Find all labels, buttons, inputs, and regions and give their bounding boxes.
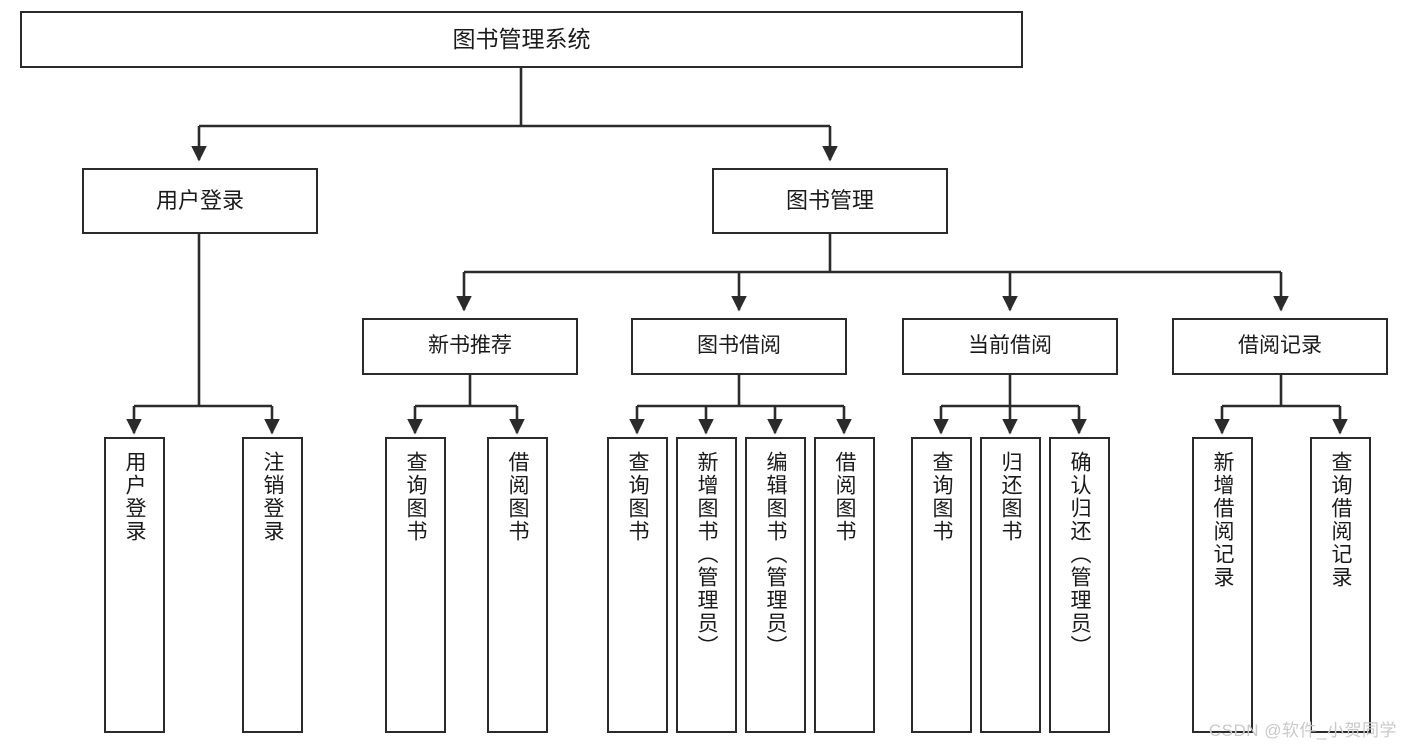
node-leaf-borrow-book-2[interactable]: 借阅图书 [814,437,875,733]
node-user-login[interactable]: 用户登录 [82,168,318,234]
node-book-borrow-label: 图书借阅 [697,334,781,358]
node-borrow-record-label: 借阅记录 [1238,334,1322,358]
node-borrow-record[interactable]: 借阅记录 [1172,318,1388,375]
node-leaf-borrow-book-1-label: 借阅图书 [506,451,529,543]
node-leaf-logout[interactable]: 注销登录 [242,437,303,733]
node-leaf-query-book-2[interactable]: 查询图书 [607,437,668,733]
node-book-management[interactable]: 图书管理 [712,168,948,234]
node-current-borrow-label: 当前借阅 [968,334,1052,358]
node-leaf-confirm-return-label: 确认归还（管理员） [1068,451,1091,658]
node-user-login-label: 用户登录 [155,188,244,214]
node-leaf-edit-book[interactable]: 编辑图书（管理员） [745,437,806,733]
node-leaf-add-book-label: 新增图书（管理员） [695,451,718,658]
node-leaf-query-book-1-label: 查询图书 [404,451,427,543]
node-book-borrow[interactable]: 图书借阅 [631,318,847,375]
node-new-book-recommend[interactable]: 新书推荐 [362,318,578,375]
node-current-borrow[interactable]: 当前借阅 [902,318,1118,375]
node-leaf-confirm-return[interactable]: 确认归还（管理员） [1049,437,1110,733]
node-leaf-user-login-label: 用户登录 [123,451,146,543]
node-leaf-return-book-label: 归还图书 [999,451,1022,543]
node-leaf-query-book-3[interactable]: 查询图书 [911,437,972,733]
node-leaf-edit-book-label: 编辑图书（管理员） [764,451,787,658]
node-root-label: 图书管理系统 [452,26,591,53]
node-leaf-borrow-book-2-label: 借阅图书 [833,451,856,543]
node-leaf-user-login[interactable]: 用户登录 [104,437,165,733]
node-leaf-query-book-2-label: 查询图书 [626,451,649,543]
node-leaf-query-book-1[interactable]: 查询图书 [385,437,446,733]
node-new-book-recommend-label: 新书推荐 [428,334,512,358]
node-leaf-query-record[interactable]: 查询借阅记录 [1310,437,1371,733]
node-leaf-return-book[interactable]: 归还图书 [980,437,1041,733]
node-leaf-add-record-label: 新增借阅记录 [1211,451,1234,589]
node-leaf-add-record[interactable]: 新增借阅记录 [1192,437,1253,733]
node-leaf-add-book[interactable]: 新增图书（管理员） [676,437,737,733]
node-root[interactable]: 图书管理系统 [20,11,1023,68]
node-leaf-logout-label: 注销登录 [261,451,284,543]
node-leaf-query-book-3-label: 查询图书 [930,451,953,543]
node-leaf-query-record-label: 查询借阅记录 [1329,451,1352,589]
watermark-text: CSDN @软件_小贺同学 [1208,721,1397,740]
node-book-management-label: 图书管理 [785,188,874,214]
node-leaf-borrow-book-1[interactable]: 借阅图书 [487,437,548,733]
